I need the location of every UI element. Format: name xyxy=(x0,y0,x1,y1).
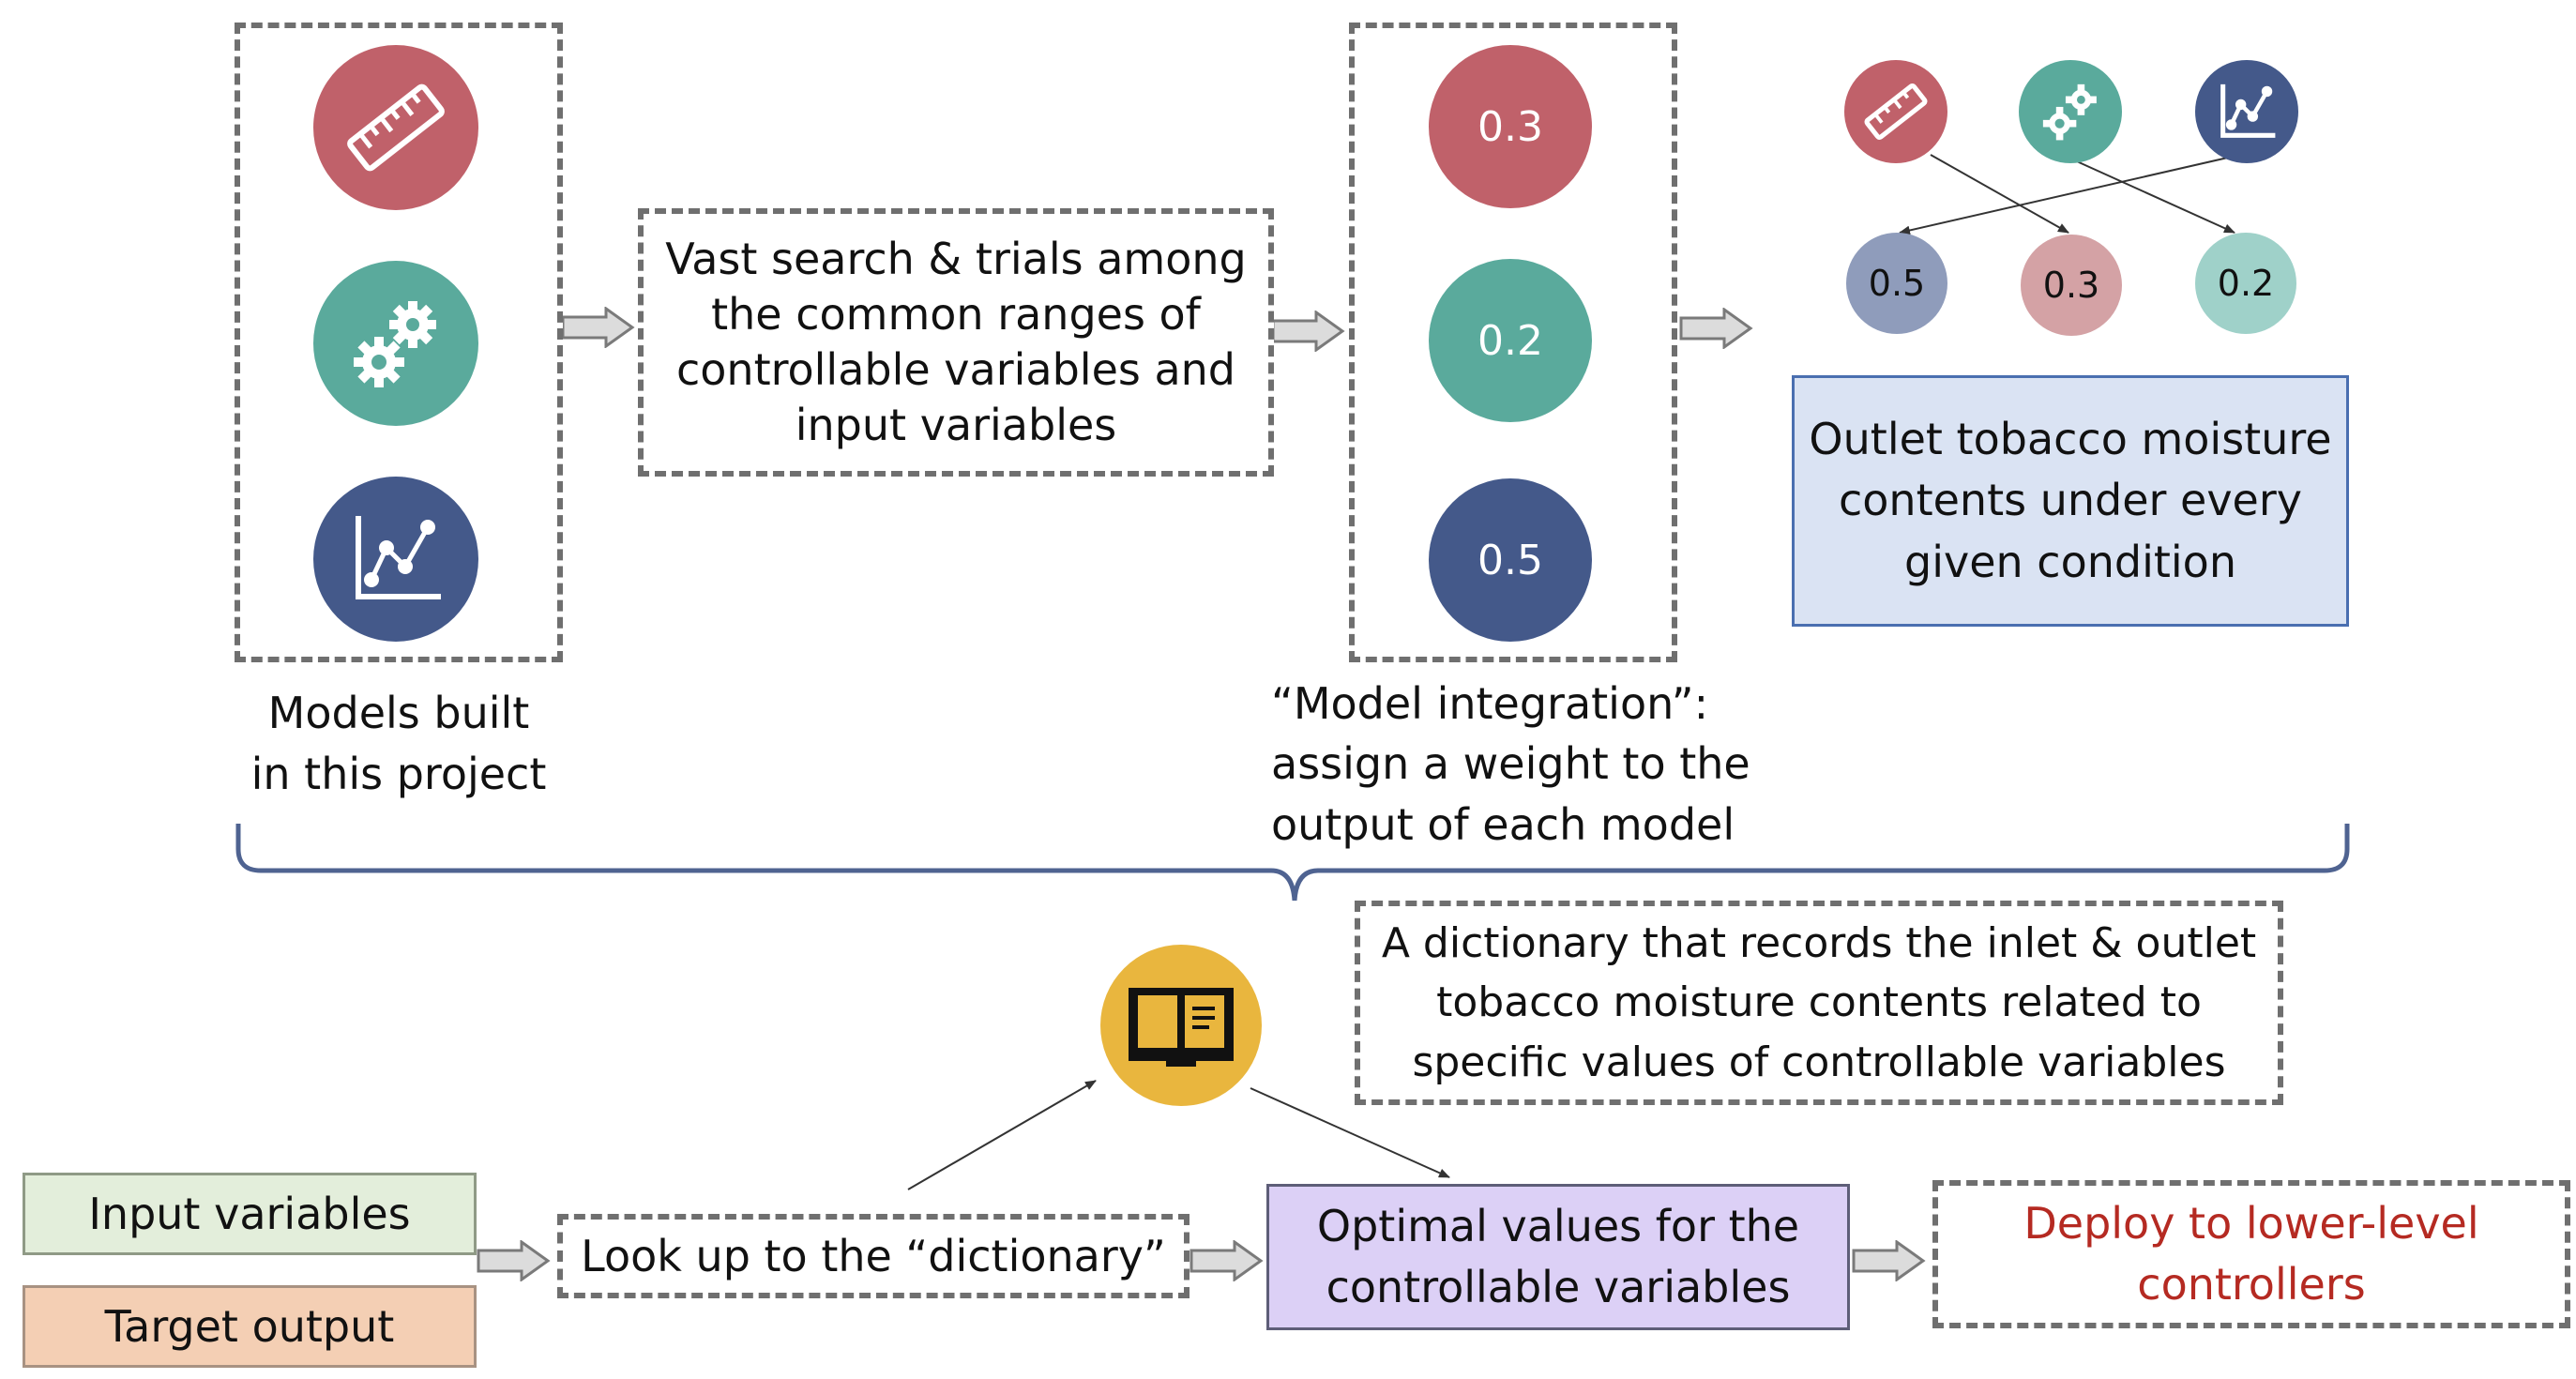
ruler-model-circle xyxy=(313,45,478,210)
gears-model-circle xyxy=(313,261,478,426)
optimal-values-box: Optimal values for the controllable vari… xyxy=(1266,1184,1850,1330)
mini-weight-teal: 0.2 xyxy=(2195,233,2296,334)
connector-chart-to-05 xyxy=(1899,154,2241,235)
mini-gears-circle xyxy=(2019,60,2122,163)
mini-weight-value: 0.2 xyxy=(2217,263,2275,304)
search-box-line: input variables xyxy=(795,399,1117,450)
weight-circle-navy: 0.5 xyxy=(1429,478,1592,642)
connector-gears-to-02 xyxy=(2068,157,2235,234)
mini-weight-value: 0.5 xyxy=(1868,263,1926,304)
weight-value: 0.5 xyxy=(1477,536,1543,584)
dictionary-description-box: A dictionary that records the inlet & ou… xyxy=(1355,901,2283,1105)
dictionary-box-line: tobacco moisture contents related to xyxy=(1436,978,2202,1027)
models-caption-line: Models built xyxy=(267,688,530,738)
mini-ruler-circle xyxy=(1844,60,1947,163)
search-box-line: the common ranges of xyxy=(711,289,1201,341)
weight-value: 0.3 xyxy=(1477,102,1543,151)
target-output-label: Target output xyxy=(104,1300,395,1352)
integration-caption-line: assign a weight to the xyxy=(1271,738,1750,790)
lookup-box: Look up to the “dictionary” xyxy=(557,1214,1190,1298)
integration-caption-line: “Model integration”: xyxy=(1271,678,1709,729)
input-variables-box: Input variables xyxy=(23,1173,477,1255)
weight-value: 0.2 xyxy=(1477,316,1543,365)
deploy-box-line: controllers xyxy=(2137,1259,2366,1310)
dictionary-book-circle xyxy=(1100,945,1262,1106)
mini-chart-circle xyxy=(2195,60,2298,163)
search-trials-box: Vast search & trials among the common ra… xyxy=(638,208,1274,477)
outlet-box-line: given condition xyxy=(1904,536,2236,587)
ruler-icon xyxy=(1864,83,1928,140)
weight-circle-red: 0.3 xyxy=(1429,45,1592,208)
line-chart-icon xyxy=(356,516,441,599)
deploy-box-line: Deploy to lower-level xyxy=(2023,1197,2479,1249)
dictionary-box-line: specific values of controllable variable… xyxy=(1412,1038,2226,1086)
weight-circle-teal: 0.2 xyxy=(1429,259,1592,422)
arrow-icon xyxy=(561,307,635,348)
input-variables-label: Input variables xyxy=(88,1188,411,1239)
mini-weight-red: 0.3 xyxy=(2021,235,2122,336)
line-chart-icon xyxy=(2220,83,2276,138)
optimal-box-line: Optimal values for the xyxy=(1316,1200,1800,1251)
gears-icon xyxy=(2042,83,2097,141)
gears-icon xyxy=(354,301,436,387)
arrow-icon xyxy=(477,1240,551,1281)
search-box-line: Vast search & trials among xyxy=(665,234,1247,285)
ruler-icon xyxy=(347,83,445,172)
target-output-box: Target output xyxy=(23,1285,477,1368)
models-caption: Models built in this project xyxy=(211,683,586,806)
brace xyxy=(235,824,2350,902)
chart-model-circle xyxy=(313,477,478,642)
arrow-icon xyxy=(1190,1240,1264,1281)
deploy-box: Deploy to lower-level controllers xyxy=(1932,1180,2570,1328)
dictionary-box-line: A dictionary that records the inlet & ou… xyxy=(1381,918,2257,967)
connector-dictionary-to-optimal xyxy=(1250,1087,1450,1178)
arrow-icon xyxy=(1679,308,1753,349)
optimal-box-line: controllable variables xyxy=(1326,1262,1791,1312)
lookup-label: Look up to the “dictionary” xyxy=(581,1230,1166,1281)
connector-ruler-to-03 xyxy=(1930,154,2069,234)
mini-weight-value: 0.3 xyxy=(2042,265,2100,306)
arrow-icon xyxy=(1271,311,1345,352)
integration-caption: “Model integration”: assign a weight to … xyxy=(1271,674,1759,855)
outlet-moisture-box: Outlet tobacco moisture contents under e… xyxy=(1792,375,2349,627)
search-box-line: controllable variables and xyxy=(675,344,1236,395)
connector-lookup-to-dictionary xyxy=(907,1080,1097,1190)
models-caption-line: in this project xyxy=(250,749,547,800)
integration-caption-line: output of each model xyxy=(1271,798,1735,850)
outlet-box-line: contents under every xyxy=(1838,475,2302,526)
book-icon xyxy=(1129,988,1234,1067)
outlet-box-line: Outlet tobacco moisture xyxy=(1809,414,2332,465)
mini-weight-navy: 0.5 xyxy=(1846,233,1947,334)
arrow-icon xyxy=(1852,1240,1926,1281)
